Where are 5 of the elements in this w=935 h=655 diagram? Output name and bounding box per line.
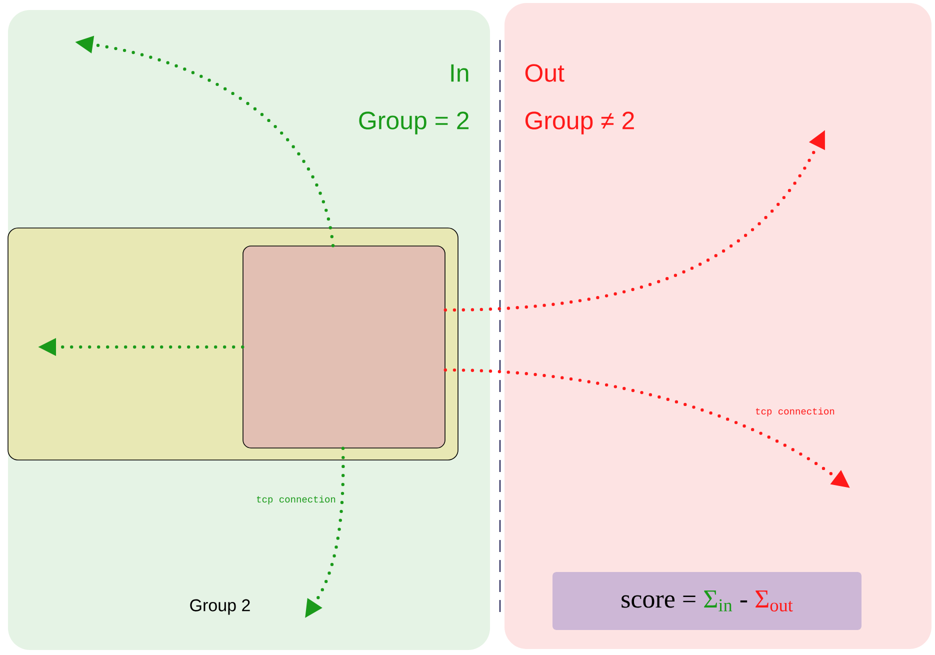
edge-label: tcp connection: [756, 408, 834, 416]
formula-box: score = Σ$_{in}$ - Σ$_{out}$: [552, 572, 862, 630]
square: [242, 246, 446, 448]
group-label: Group 2: [190, 599, 250, 615]
edge-label: tcp connection: [256, 496, 336, 504]
